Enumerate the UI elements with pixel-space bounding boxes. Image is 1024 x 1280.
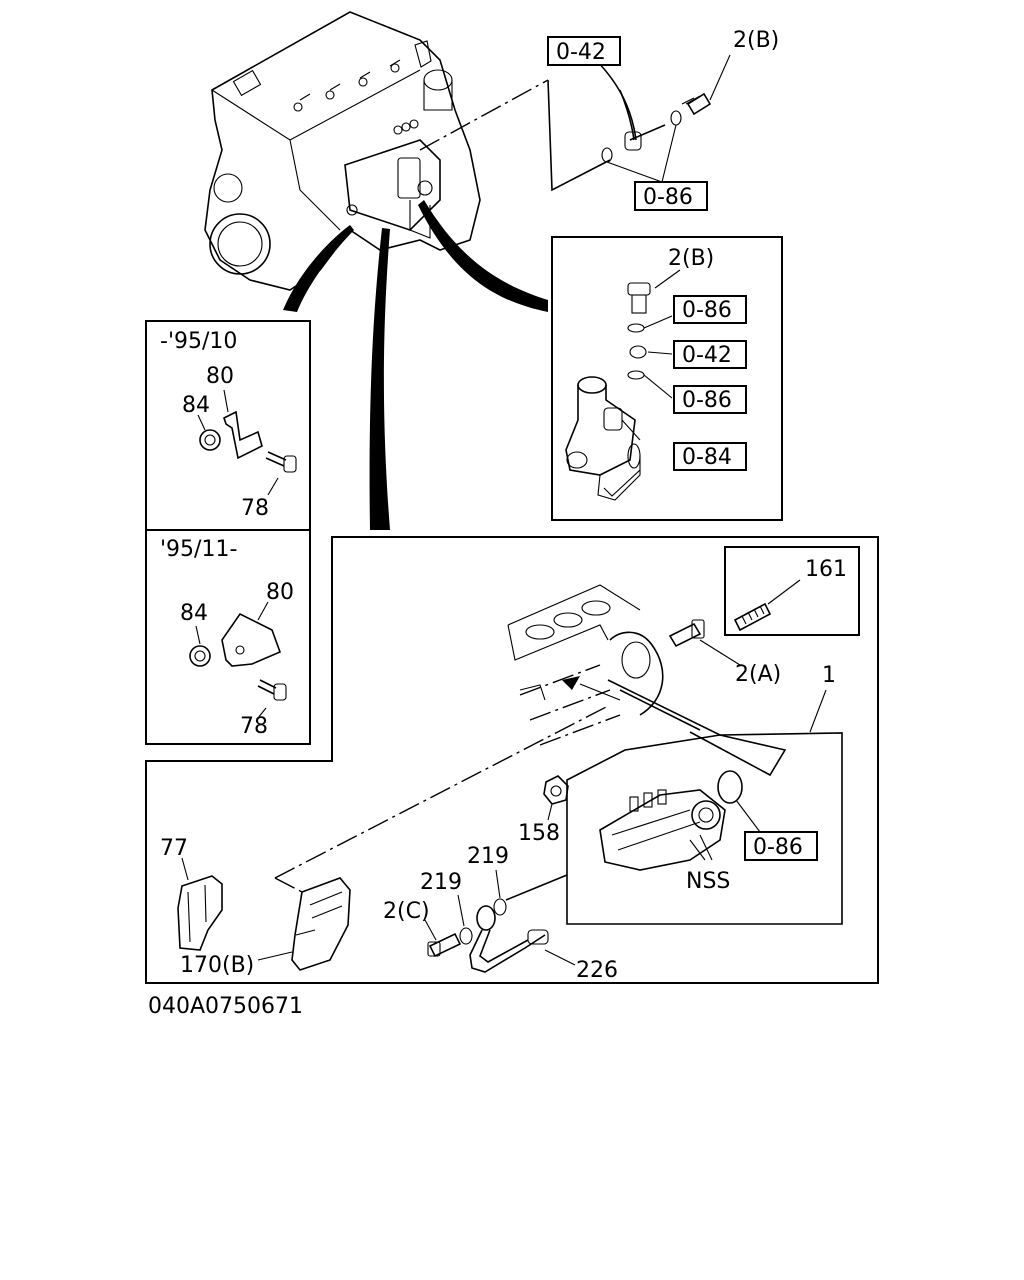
ref-box-0-86-top <box>634 181 708 211</box>
bracket-80-late-drawing <box>189 601 287 719</box>
cover-170b-drawing <box>291 877 351 971</box>
figure-code: 040A0750671 <box>148 994 303 1019</box>
injection-pump-drawing <box>599 789 726 871</box>
detail-2b-label: 2(B) <box>668 246 714 271</box>
part-219-b-label: 219 <box>420 870 462 895</box>
ref-box-0-86-main <box>744 831 818 861</box>
detail-box-161 <box>724 546 860 636</box>
ref-box-0-86-d2 <box>673 385 747 414</box>
part-80-a-label: 80 <box>206 364 234 389</box>
main-0-86-label: 0-86 <box>753 835 803 860</box>
part-84-a-label: 84 <box>182 393 210 418</box>
main-assembly-box <box>145 536 879 984</box>
bracket-80-early-drawing <box>197 389 297 496</box>
period-early-label: -'95/10 <box>160 329 237 354</box>
part-2a-label: 2(A) <box>735 662 781 687</box>
part-78-a-label: 78 <box>241 496 269 521</box>
detail-0-84-label: 0-84 <box>682 445 732 470</box>
part-219-a-label: 219 <box>467 844 509 869</box>
detail-0-86-a-label: 0-86 <box>682 298 732 323</box>
part-2b-top-label: 2(B) <box>733 28 779 53</box>
detail-0-86-b-label: 0-86 <box>682 388 732 413</box>
part-77-label: 77 <box>160 836 188 861</box>
part-78-b-label: 78 <box>240 714 268 739</box>
engine-block-drawing <box>204 11 481 291</box>
detail-0-42-label: 0-42 <box>682 343 732 368</box>
ref-box-0-86-d1 <box>673 295 747 324</box>
ref-0-86-top-label: 0-86 <box>643 185 693 210</box>
nss-label: NSS <box>686 869 730 894</box>
plug-161-drawing <box>733 579 801 632</box>
part-226-label: 226 <box>576 958 618 983</box>
part-161-label: 161 <box>805 557 847 582</box>
part-80-b-label: 80 <box>266 580 294 605</box>
priming-pump-drawing <box>565 376 641 501</box>
part-2c-label: 2(C) <box>383 899 430 924</box>
part-84-b-label: 84 <box>180 601 208 626</box>
bracket-77-drawing <box>177 875 223 951</box>
ref-box-0-84-d <box>673 442 747 471</box>
part-170b-label: 170(B) <box>180 953 254 978</box>
ref-0-42-top-label: 0-42 <box>556 40 606 65</box>
pipe-226-assembly <box>424 869 576 973</box>
part-158-label: 158 <box>518 821 560 846</box>
cylinder-block-drawing <box>507 584 664 746</box>
period-box-late <box>145 529 311 745</box>
ref-box-0-42-top <box>547 36 621 66</box>
part-1-label: 1 <box>822 663 836 688</box>
ref-box-0-42-d <box>673 340 747 369</box>
period-late-label: '95/11- <box>160 537 237 562</box>
